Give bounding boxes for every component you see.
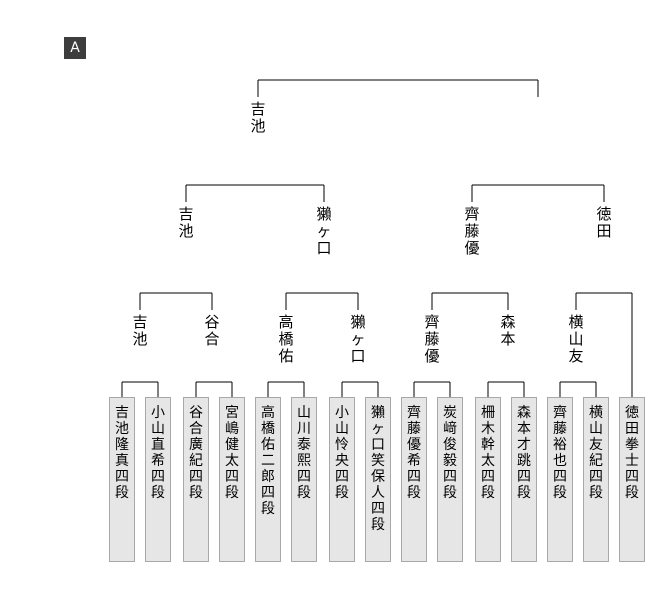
quarterfinal-label: 高 橋 佑: [278, 313, 294, 365]
player-box: 齊 藤 裕 也 四 段: [547, 397, 573, 562]
player-box: 獺 ヶ 口 笑 保 人 四 段: [365, 397, 391, 562]
player-box: 小 山 直 希 四 段: [145, 397, 171, 562]
player-box: 横 山 友 紀 四 段: [583, 397, 609, 562]
player-box: 吉 池 隆 真 四 段: [109, 397, 135, 562]
quarterfinal-label: 獺 ヶ 口: [350, 313, 366, 365]
player-box: 高 橋 佑 二 郎 四 段: [255, 397, 281, 562]
player-box: 山 川 泰 熙 四 段: [291, 397, 317, 562]
player-box: 谷 合 廣 紀 四 段: [183, 397, 209, 562]
final-winner-label: 吉 池: [250, 100, 266, 135]
player-box: 宮 嶋 健 太 四 段: [219, 397, 245, 562]
quarterfinal-label: 森 本: [500, 313, 516, 348]
player-box: 徳 田 拳 士 四 段: [619, 397, 645, 562]
player-box: 齊 藤 優 希 四 段: [401, 397, 427, 562]
semifinal-label: 獺 ヶ 口: [316, 205, 332, 257]
player-box: 小 山 怜 央 四 段: [329, 397, 355, 562]
player-box: 柵 木 幹 太 四 段: [475, 397, 501, 562]
semifinal-label: 齊 藤 優: [464, 205, 480, 257]
player-box: 森 本 才 跳 四 段: [511, 397, 537, 562]
semifinal-label: 徳 田: [596, 205, 612, 240]
semifinal-label: 吉 池: [178, 205, 194, 240]
bracket-badge: A: [64, 37, 86, 59]
quarterfinal-label: 谷 合: [204, 313, 220, 348]
player-box: 炭 﨑 俊 毅 四 段: [437, 397, 463, 562]
quarterfinal-label: 吉 池: [132, 313, 148, 348]
quarterfinal-label: 横 山 友: [568, 313, 584, 365]
quarterfinal-label: 齊 藤 優: [424, 313, 440, 365]
